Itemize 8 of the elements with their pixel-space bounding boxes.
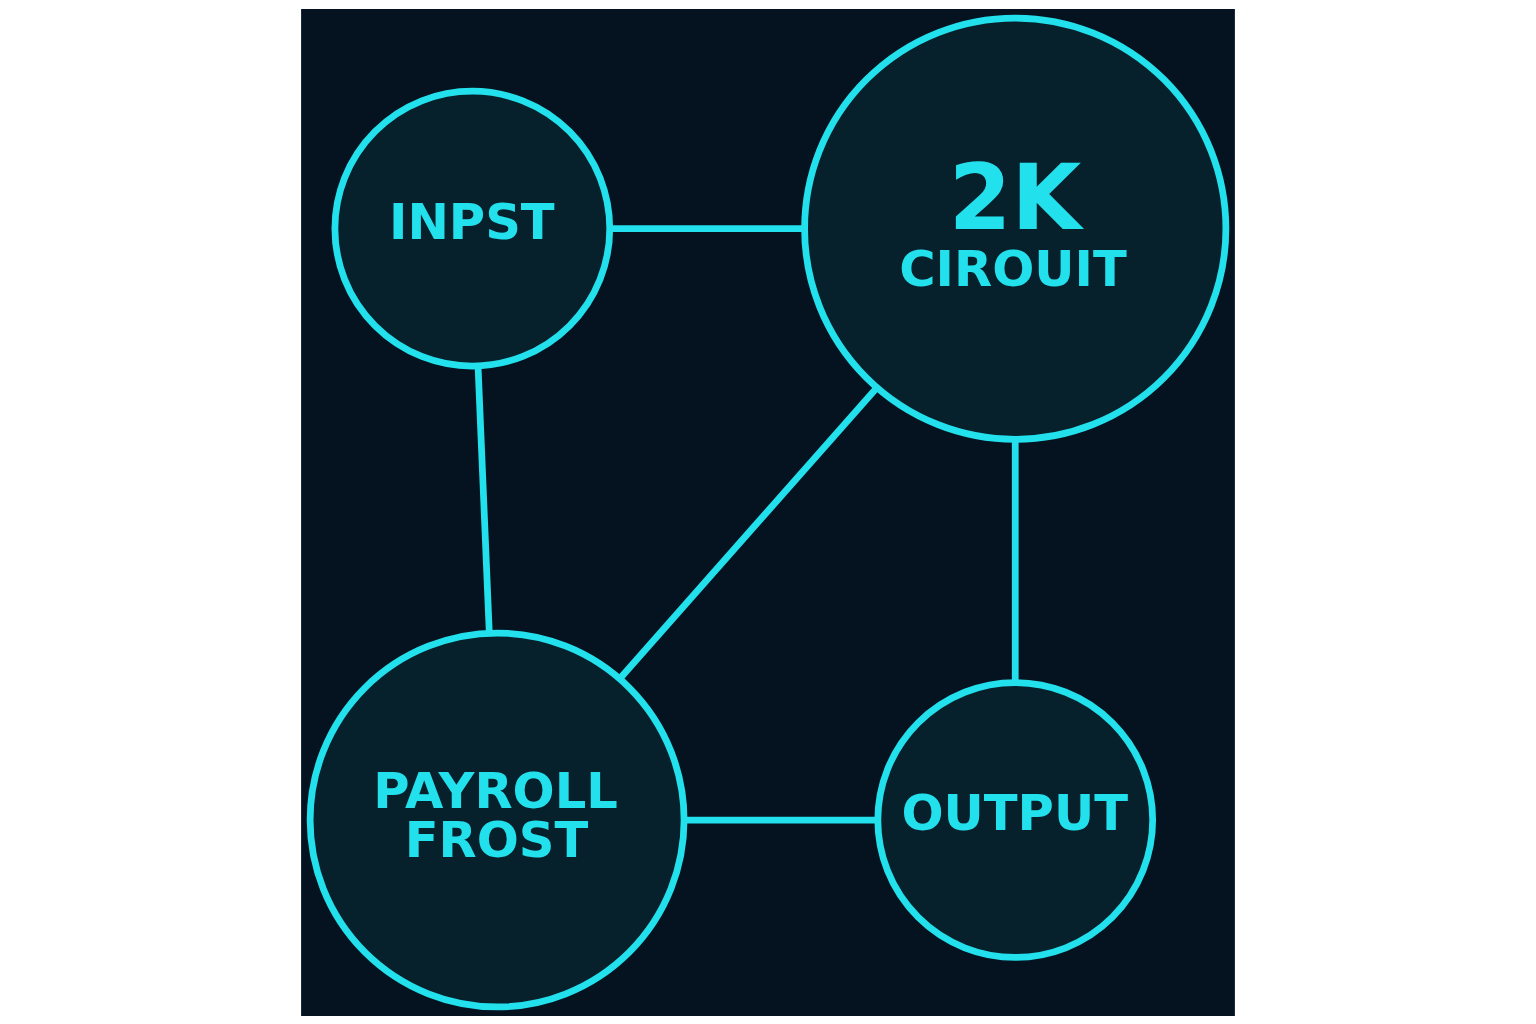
node-circle: PAYROLL FROST [306,629,688,1010]
node-circle: INPST [331,87,614,369]
connector [617,385,879,680]
node-circle: OUTPUT [874,678,1157,961]
connector [474,365,493,633]
node-circle: 2K CIROUIT [801,14,1230,443]
connector [684,816,878,823]
connector [610,224,804,232]
